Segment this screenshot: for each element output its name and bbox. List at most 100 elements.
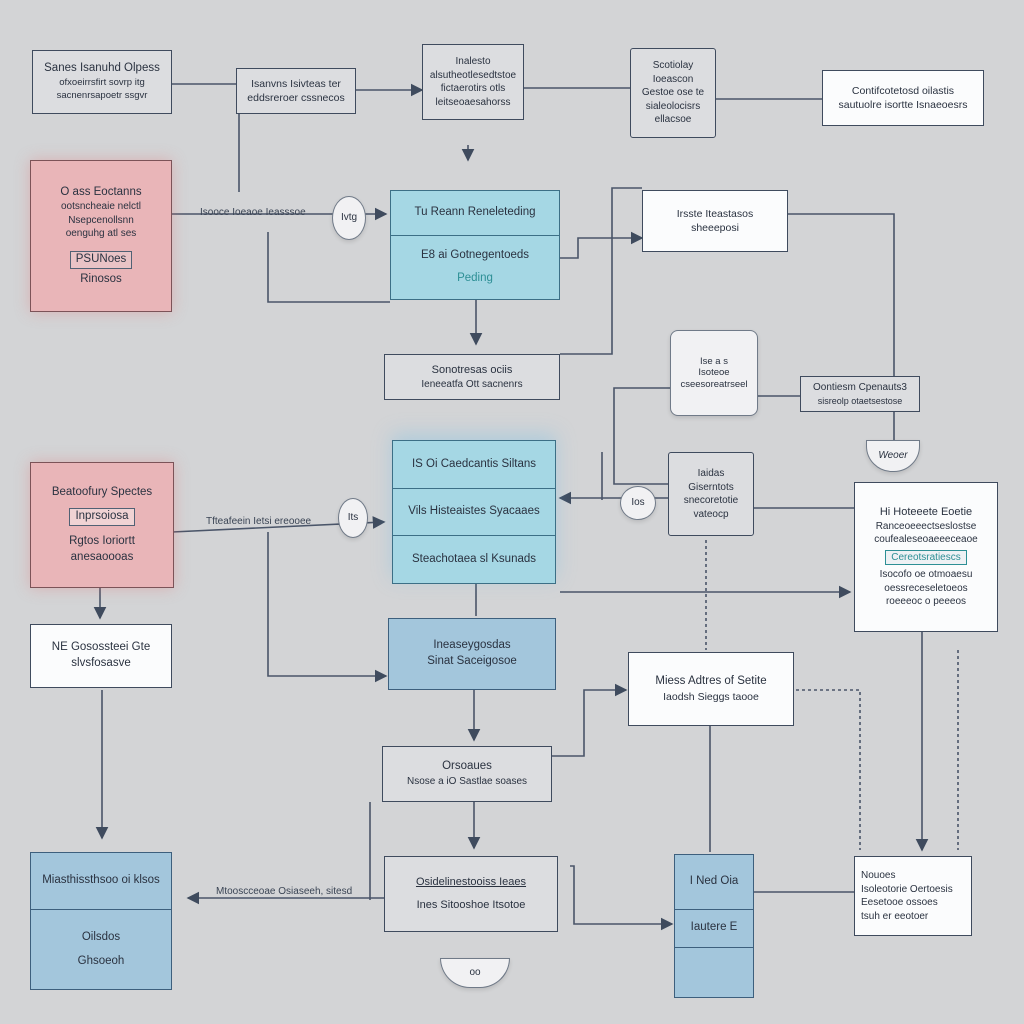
process-box[interactable]: Nouoes Isoleotorie Oertoesis Eesetooe os… xyxy=(854,856,972,936)
status-badge: PSUNoes xyxy=(69,250,133,269)
box-label: Osidelinestooiss Ieaes xyxy=(415,876,527,889)
alert-box[interactable]: O ass Eoctanns ootsncheaie nelctl Nsepce… xyxy=(30,160,172,312)
box-label: Miess Adtres of Setite xyxy=(655,675,767,688)
box-label: oessreceseletoeos xyxy=(884,582,968,594)
box-label: sautuolre isortte Isnaeoesrs xyxy=(838,99,968,111)
document-box[interactable]: Iaidas Giserntots snecoretotie vateocp xyxy=(668,452,754,536)
box-label: Rgtos Ioriortt xyxy=(69,535,135,547)
process-box[interactable]: Oontiesm Cpenauts3 sisreolp otaetsestose xyxy=(800,376,920,412)
box-label: Nsepcenollsnn xyxy=(68,214,134,226)
connector-note: Isooce Ioeaoe Ieasssoe xyxy=(200,207,306,218)
box-row: Steachotaea sl Ksunads xyxy=(393,535,555,583)
process-box[interactable]: Contifcotetosd oilastis sautuolre isortt… xyxy=(822,70,984,126)
box-label: sacnenrsapoetr ssgvr xyxy=(56,89,148,101)
box-label: Steachotaea sl Ksunads xyxy=(411,552,537,565)
box-label: Nouoes xyxy=(861,870,896,881)
connector-note: Mtooscceoae Osiaseeh, sitesd xyxy=(216,886,353,897)
box-row: Vils Histeaistes Syacaaes xyxy=(393,487,555,536)
box-label: Rinosos xyxy=(80,272,122,285)
process-box[interactable]: Sonotresas ociis Ieneeatfa Ott sacnenrs xyxy=(384,354,560,400)
process-box[interactable]: Miess Adtres of Setite Iaodsh Sieggs tao… xyxy=(628,652,794,726)
box-row: E8 ai Gotnegentoeds Peding xyxy=(391,234,559,299)
box-label: slvsfosasve xyxy=(71,657,131,669)
box-label: coufealeseoaeeeceaoe xyxy=(874,534,978,546)
box-label: Iautere E xyxy=(690,921,738,934)
process-box[interactable]: Orsoaues Nsose a iO Sastlae soases xyxy=(382,746,552,802)
box-label: tsuh er eeotoer xyxy=(861,910,929,922)
connector xyxy=(796,689,861,850)
box-label: Sanes Isanuhd Olpess xyxy=(44,62,160,75)
process-box[interactable]: Osidelinestooiss Ieaes Ines Sitooshoe It… xyxy=(384,856,558,932)
box-label: Sonotresas ociis xyxy=(431,363,513,376)
box-label: Ineaseygosdas xyxy=(433,639,511,652)
box-label: Oontiesm Cpenauts3 xyxy=(813,382,907,394)
status-badge: Inprsoiosa xyxy=(69,508,135,526)
box-label: IS Oi Caedcantis Siltans xyxy=(411,457,536,470)
box-label: Oilsdos xyxy=(81,931,121,944)
stacked-process-box[interactable]: IS Oi Caedcantis Siltans Vils Histeaiste… xyxy=(392,440,556,584)
connector xyxy=(788,213,895,440)
decision-bubble[interactable]: Ivtg xyxy=(332,196,366,240)
decision-bubble[interactable]: Ios xyxy=(620,486,656,520)
database-bubble[interactable]: Ise a s Isoteoe cseesoreatrseel xyxy=(670,330,758,416)
box-label: Orsoaues xyxy=(442,760,492,773)
box-label: snecoretotie xyxy=(683,495,739,506)
box-label: leitseoaesahorss xyxy=(435,96,511,108)
box-label: Iaodsh Sieggs taooe xyxy=(663,690,759,703)
box-label: roeeeoc o peeeos xyxy=(885,596,967,608)
box-label: Sinat Saceigosoe xyxy=(427,655,517,667)
box-row: Oilsdos Ghsoeoh xyxy=(31,909,171,989)
process-box[interactable]: Irsste Iteastasos sheeeposi xyxy=(642,190,788,252)
bubble-label: cseesoreatrseel xyxy=(680,378,748,390)
box-label: Giserntots xyxy=(688,481,734,493)
connector xyxy=(560,187,642,355)
document-box[interactable]: Scotiolay Ioeascon Gestoe ose te sialeol… xyxy=(630,48,716,138)
stacked-process-box[interactable]: Miasthissthsoo oi klsos Oilsdos Ghsoeoh xyxy=(30,852,172,990)
bubble-label: Isoteoe xyxy=(698,367,730,379)
bubble-label: Ios xyxy=(631,497,645,508)
process-box[interactable]: Hi Hoteeete Eoetie Ranceoeeectseslostse … xyxy=(854,482,998,632)
box-label: sisreolp otaetsestose xyxy=(817,395,903,406)
box-label: Scotiolay xyxy=(652,60,694,72)
box-label: Iaidas xyxy=(697,468,725,479)
decision-bubble[interactable]: Its xyxy=(338,498,368,538)
stacked-process-box[interactable]: Tu Reann Reneleteding E8 ai Gotnegentoed… xyxy=(390,190,560,300)
box-label: Ieneeatfa Ott sacnenrs xyxy=(421,378,523,390)
box-label: Irsste Iteastasos xyxy=(676,207,754,220)
bubble-label: Weoer xyxy=(878,450,908,461)
box-label: fictaerotirs otls xyxy=(440,83,506,94)
box-label: eddsreroer cssnecos xyxy=(247,92,345,104)
box-label: NE Gosossteei Gte xyxy=(51,641,151,654)
process-box[interactable]: Isanvns Isivteas ter eddsreroer cssnecos xyxy=(236,68,356,114)
box-label: E8 ai Gotnegentoeds xyxy=(420,248,530,261)
box-label: Beatoofury Spectes xyxy=(51,485,153,498)
box-label: anesaoooas xyxy=(70,550,134,563)
box-label: Ghsoeoh xyxy=(77,954,125,967)
alert-box[interactable]: Beatoofury Spectes Inprsoiosa Rgtos Iori… xyxy=(30,462,174,588)
bubble-label: Ise a s xyxy=(700,355,728,367)
connector-note: Tfteafeein Ietsi ereooee xyxy=(206,516,312,527)
process-box[interactable]: NE Gosossteei Gte slvsfosasve xyxy=(30,624,172,688)
box-label: Isocofo oe otmoaesu xyxy=(879,569,973,581)
bubble-label: Its xyxy=(347,512,359,523)
box-label: Contifcotetosd oilastis xyxy=(851,84,955,97)
box-row xyxy=(675,946,753,997)
connector xyxy=(267,232,390,303)
box-label: Tu Reann Reneleteding xyxy=(414,206,536,219)
box-label: Gestoe ose te xyxy=(641,87,705,99)
box-row: I Ned Oia xyxy=(675,855,753,909)
connector xyxy=(570,865,674,931)
box-label: I Ned Oia xyxy=(689,875,739,888)
connector xyxy=(560,231,644,259)
box-label: ootsncheaie nelctl xyxy=(60,201,142,213)
process-box[interactable]: Inalesto alsutheotlesedtstoe fictaerotir… xyxy=(422,44,524,120)
process-box[interactable]: Sanes Isanuhd Olpess ofxoeirrsfirt sovrp… xyxy=(32,50,172,114)
bubble-label: Ivtg xyxy=(340,212,358,223)
box-label: Eesetooe ossoes xyxy=(861,897,938,908)
process-box[interactable]: Ineaseygosdas Sinat Saceigosoe xyxy=(388,618,556,690)
box-row: Tu Reann Reneleteding xyxy=(391,191,559,235)
stacked-process-box[interactable]: I Ned Oia Iautere E xyxy=(674,854,754,998)
box-label: Hi Hoteeete Eoetie xyxy=(879,506,973,519)
status-badge: Cereotsratiescs xyxy=(885,549,967,566)
